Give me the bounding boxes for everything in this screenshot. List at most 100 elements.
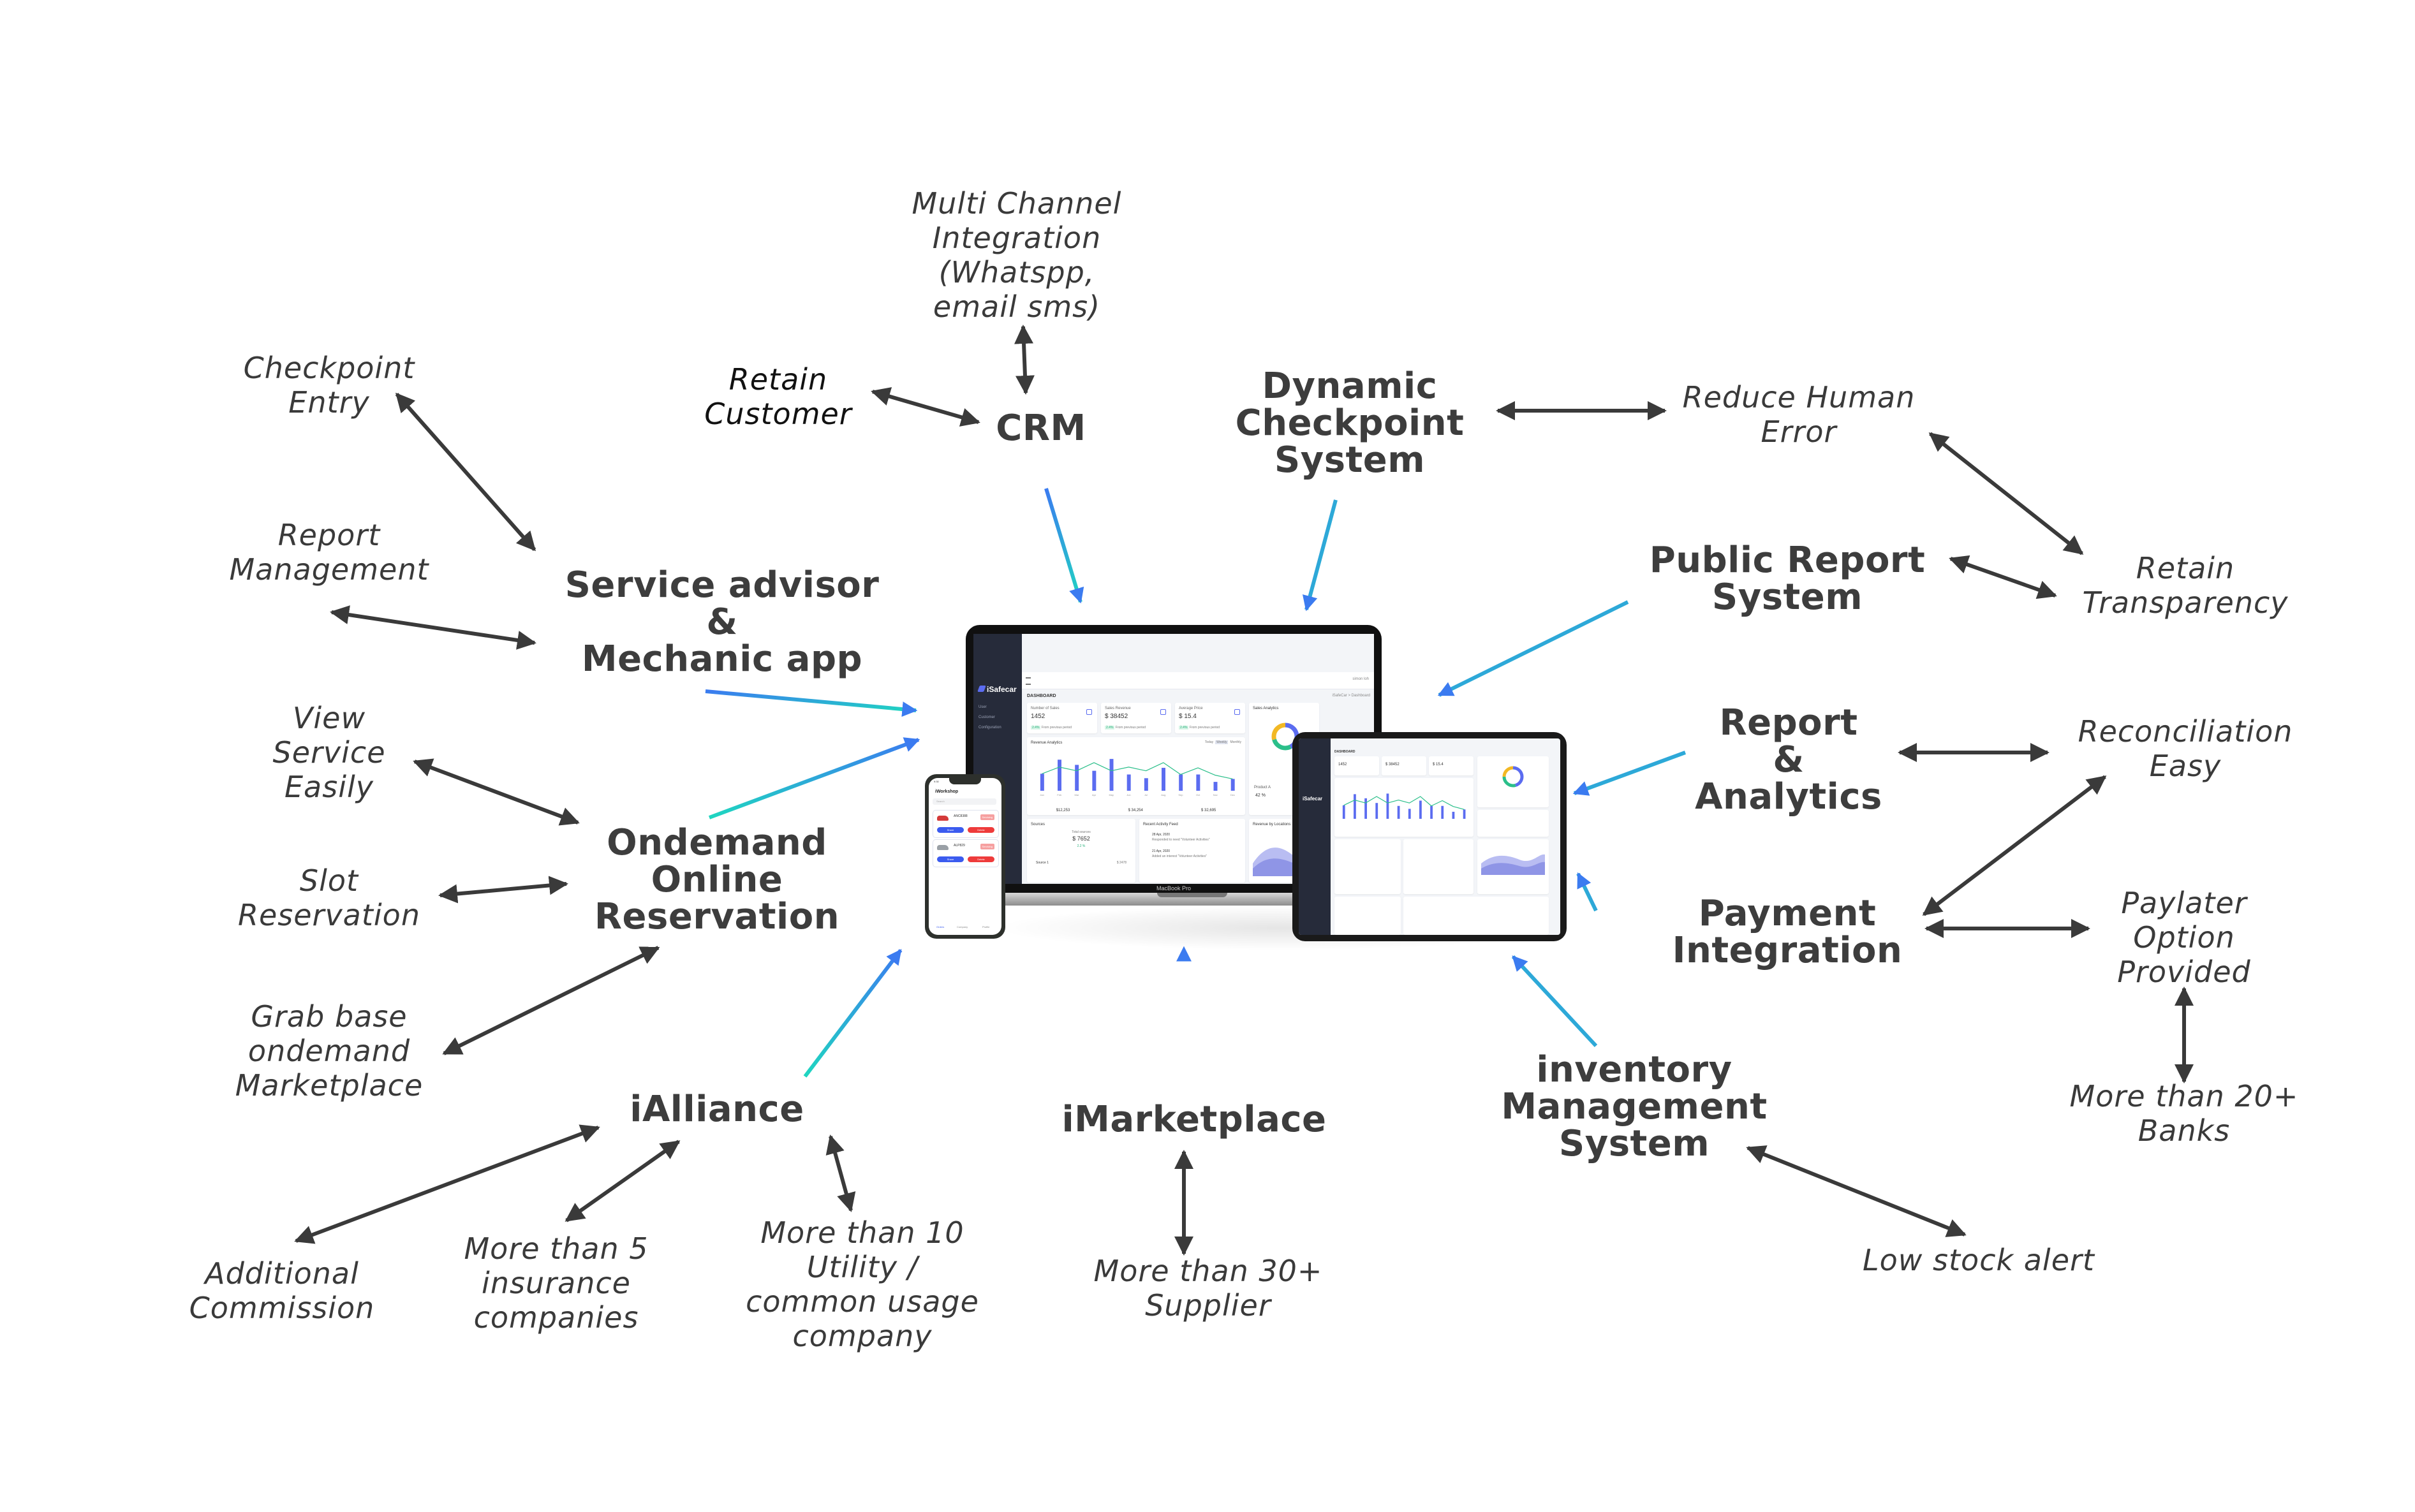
nav-company[interactable]: Company — [957, 925, 968, 928]
car-icon — [937, 816, 949, 821]
month-tick: Jun — [1126, 793, 1130, 796]
leaf-reconciliation-easy: Reconciliation Easy — [2078, 714, 2293, 783]
box-icon — [1234, 709, 1240, 715]
user-menu[interactable]: simon loh — [1352, 677, 1369, 681]
card-title: Average Price — [1179, 707, 1203, 710]
tablet-mockup: iSafecar DASHBOARD 1452 $ 38452 $ 15.4 — [1292, 732, 1567, 941]
card-delta: 2.4% From previous period — [1179, 726, 1220, 730]
leaf-slot-reservation: Slot Reservation — [238, 863, 420, 932]
card-value: 1452 — [1031, 713, 1045, 720]
stat-card-avg-price: Average Price $ 15.4 2.4% From previous … — [1175, 703, 1245, 733]
hub-ialliance: iAlliance — [630, 1089, 804, 1130]
revenue-bar — [1452, 811, 1455, 819]
status-badge: Servicing — [980, 844, 994, 849]
feature-arrow-ims — [1511, 955, 1598, 1048]
donut-segment-b — [1502, 766, 1524, 788]
sidebar-item-customer[interactable]: Customer — [979, 716, 996, 719]
leaf-additional-commission: Additional Commission — [189, 1256, 375, 1325]
month-tick: Nov — [1213, 793, 1218, 796]
phone-search-input[interactable]: Search — [933, 798, 996, 805]
sources-card: Sources Total sources $ 7652 2.2 % Sourc… — [1027, 819, 1135, 883]
revenue-analytics-card: Revenue Analytics Today Weekly Monthly J… — [1027, 737, 1245, 815]
laptop-notch — [1157, 893, 1227, 897]
app-name: iSafecar — [987, 685, 1017, 694]
source-name: Source 1 — [1036, 861, 1049, 865]
nav-orders[interactable]: Orders — [936, 925, 945, 928]
sidebar-item-configuration[interactable]: Configuration — [979, 726, 1001, 730]
leaf-paylater-option: Paylater Option Provided — [2117, 886, 2251, 989]
tab-monthly[interactable]: Monthly — [1230, 740, 1241, 744]
laptop-label: MacBook Pro — [1156, 885, 1192, 892]
tab-weekly[interactable]: Weekly — [1215, 740, 1229, 744]
donut-segment-b — [1271, 723, 1299, 751]
tablet-sources — [1334, 839, 1401, 894]
month-tick: Dec — [1230, 793, 1235, 796]
leaf-more-than-10-utility: More than 10 Utility / common usage comp… — [746, 1215, 979, 1353]
tablet-locations — [1477, 839, 1549, 894]
hub-payment-integration: Payment Integration — [1672, 893, 1903, 971]
revenue-bar — [1408, 809, 1411, 819]
hub-inventory-management-system: inventory Management System — [1501, 1049, 1768, 1164]
tablet-revenue-card — [1334, 778, 1473, 837]
revenue-bar — [1419, 800, 1422, 819]
summary-previous-year: $ 32,695 — [1201, 809, 1216, 812]
area-series-2 — [1481, 862, 1545, 875]
order-plate: ANC8388 — [954, 814, 968, 818]
share-button[interactable]: Share — [937, 827, 964, 833]
revenue-bar — [1179, 774, 1183, 791]
tablet-earning-reports — [1477, 810, 1549, 837]
sidebar-item-user[interactable]: User — [979, 705, 987, 709]
connector-sam-cpe — [395, 392, 536, 552]
card-value: 1452 — [1338, 763, 1347, 767]
range-tabs: Today Weekly Monthly — [1205, 740, 1241, 744]
phone-mockup: 9:30 iWorkshop Search ANC8388 Servicing … — [925, 774, 1005, 939]
top-bar: simon loh — [1022, 672, 1374, 689]
tablet-dashboard-screen: iSafecar DASHBOARD 1452 $ 38452 $ 15.4 — [1299, 738, 1560, 935]
menu-icon[interactable] — [1026, 677, 1031, 685]
feature-arrow-prs — [1437, 600, 1629, 697]
delete-button[interactable]: Delete — [968, 827, 994, 833]
leaf-retain-transparency: Retain Transparency — [2082, 551, 2289, 620]
order-card[interactable]: ALP829 Servicing Share Delete — [933, 839, 999, 867]
tablet-transactions — [1403, 897, 1549, 935]
revenue-bar — [1040, 774, 1044, 791]
revenue-bar — [1441, 805, 1444, 819]
month-tick: Mar — [1074, 793, 1079, 796]
connector-prs-rtr — [1949, 555, 2057, 599]
share-button[interactable]: Share — [937, 856, 964, 862]
status-badge: Servicing — [980, 814, 994, 820]
revenue-bar — [1342, 805, 1345, 819]
feature-arrow-sam — [705, 689, 918, 717]
nav-profile[interactable]: Profile — [982, 925, 990, 928]
leaf-retain-customer: Retain Customer — [704, 362, 852, 431]
feature-arrow-dcs — [1302, 499, 1338, 612]
stat-card-revenue: Sales Revenue $ 38452 2.4% From previous… — [1101, 703, 1171, 733]
card-title: Revenue Analytics — [1031, 741, 1063, 745]
activity-date: 28 Apr, 2020 — [1152, 833, 1171, 837]
legend-product-a: Product A — [1254, 786, 1271, 789]
phone-app-title: iWorkshop — [935, 789, 959, 794]
month-tick: Sep — [1178, 793, 1183, 796]
revenue-summary: $12,253 $ 34,254 $ 32,695 — [1027, 809, 1245, 812]
order-card[interactable]: ANC8388 Servicing Share Delete — [933, 810, 999, 838]
revenue-bar — [1126, 774, 1131, 791]
connector-ial-m5i — [565, 1140, 681, 1222]
connector-oor-gbm — [442, 946, 660, 1055]
activity-text: Responded to need "Volunteer Activities" — [1152, 838, 1210, 842]
card-value: $ 15.4 — [1433, 763, 1444, 767]
month-tick: Apr — [1092, 793, 1097, 796]
delta-note: From previous period — [1115, 726, 1146, 730]
leaf-multi-channel-integration: Multi Channel Integration (Whatspp, emai… — [912, 186, 1122, 324]
delta-badge: 2.4% — [1179, 726, 1189, 730]
tab-today[interactable]: Today — [1204, 740, 1214, 744]
tablet-donut — [1502, 766, 1524, 788]
summary-this-month: $12,253 — [1056, 809, 1070, 812]
tablet-area-chart — [1481, 854, 1545, 875]
revenue-trend-line — [1042, 762, 1233, 780]
hub-report-analytics: Report & Analytics — [1695, 702, 1882, 818]
month-tick: Aug — [1161, 793, 1165, 796]
delete-button[interactable]: Delete — [968, 856, 994, 862]
connector-rhe-rtr — [1928, 432, 2084, 555]
